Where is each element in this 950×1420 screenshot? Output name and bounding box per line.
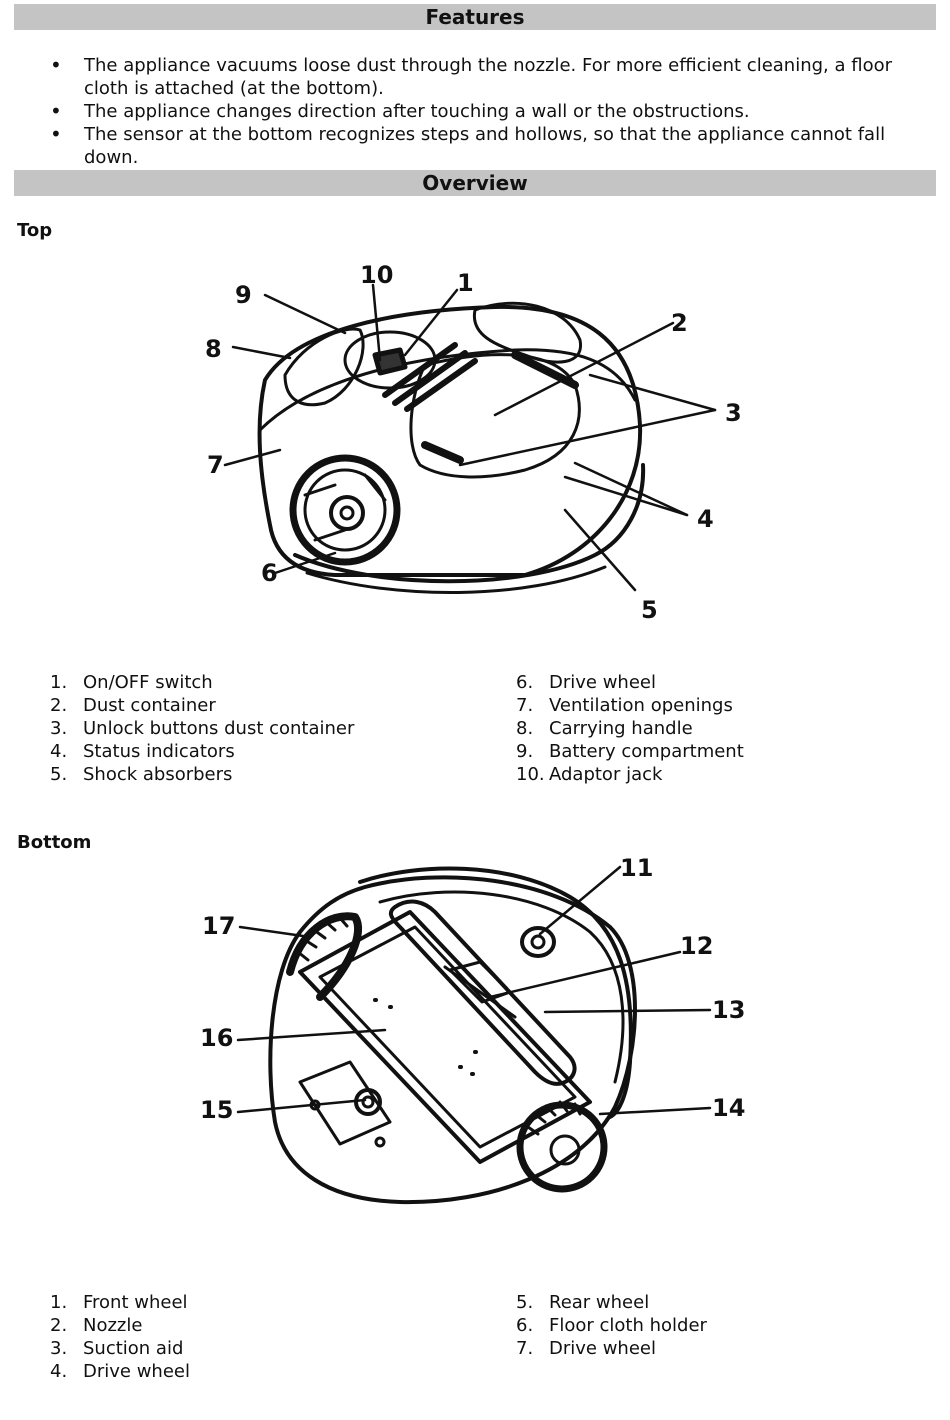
- bottom-legend-right: 5. Rear wheel 6. Floor cloth holder 7. Driv…: [516, 1291, 707, 1360]
- legend-label: Drive wheel: [83, 1361, 190, 1382]
- legend-item: 8. Carrying handle: [516, 717, 744, 740]
- features-heading: Features: [14, 4, 936, 30]
- callout-15: 15: [200, 1096, 233, 1124]
- legend-item: 2. Nozzle: [50, 1314, 190, 1337]
- legend-item: 4. Drive wheel: [50, 1360, 190, 1383]
- callout-1: 1: [457, 269, 474, 297]
- callout-5: 5: [641, 596, 658, 624]
- legend-item: 7. Ventilation openings: [516, 694, 744, 717]
- bottom-legend-left: 1. Front wheel 2. Nozzle 3. Suction aid 4. D…: [50, 1291, 190, 1383]
- top-legend-left: 1. On/OFF switch 2. Dust container 3. Unloc…: [50, 671, 354, 786]
- callout-11: 11: [620, 854, 653, 882]
- callout-4: 4: [697, 505, 714, 533]
- callout-7: 7: [207, 451, 224, 479]
- legend-number: 5.: [516, 1292, 534, 1313]
- top-callouts: 10 1 2 3 4 5 6 7 8 9: [205, 261, 742, 624]
- legend-label: On/OFF switch: [83, 672, 213, 693]
- legend-number: 2.: [50, 695, 68, 716]
- legend-number: 10.: [516, 764, 545, 785]
- legend-label: Ventilation openings: [549, 695, 733, 716]
- legend-item: 5. Shock absorbers: [50, 763, 354, 786]
- legend-number: 3.: [50, 1338, 68, 1359]
- legend-label: Rear wheel: [549, 1292, 650, 1313]
- legend-item: 4. Status indicators: [50, 740, 354, 763]
- callout-16: 16: [200, 1024, 233, 1052]
- legend-number: 6.: [516, 1315, 534, 1336]
- top-view-diagram: 10 1 2 3 4 5 6 7 8 9: [195, 255, 755, 630]
- legend-item: 1. On/OFF switch: [50, 671, 354, 694]
- legend-label: Front wheel: [83, 1292, 188, 1313]
- callout-8: 8: [205, 335, 222, 363]
- callout-3: 3: [725, 399, 742, 427]
- legend-label: Drive wheel: [549, 672, 656, 693]
- legend-number: 1.: [50, 1292, 68, 1313]
- bottom-view-heading: Bottom: [17, 832, 92, 853]
- feature-item: The appliance vacuums loose dust through…: [50, 54, 920, 100]
- legend-number: 8.: [516, 718, 534, 739]
- bottom-view-svg: 11 12 13 14 15 16 17: [200, 854, 745, 1205]
- callout-13: 13: [712, 996, 745, 1024]
- legend-item: 3. Unlock buttons dust container: [50, 717, 354, 740]
- legend-item: 6. Drive wheel: [516, 671, 744, 694]
- legend-item: 10.Adaptor jack: [516, 763, 744, 786]
- legend-item: 2. Dust container: [50, 694, 354, 717]
- callout-12: 12: [680, 932, 713, 960]
- legend-item: 3. Suction aid: [50, 1337, 190, 1360]
- legend-label: Shock absorbers: [83, 764, 233, 785]
- legend-number: 6.: [516, 672, 534, 693]
- top-view-heading: Top: [17, 220, 53, 241]
- legend-label: Battery compartment: [549, 741, 744, 762]
- legend-number: 9.: [516, 741, 534, 762]
- callout-17: 17: [202, 912, 235, 940]
- legend-label: Unlock buttons dust container: [83, 718, 355, 739]
- callout-2: 2: [671, 309, 688, 337]
- legend-label: Suction aid: [83, 1338, 184, 1359]
- top-legend-right: 6. Drive wheel 7. Ventilation openings 8. C…: [516, 671, 744, 786]
- callout-6: 6: [261, 559, 278, 587]
- legend-number: 1.: [50, 672, 68, 693]
- top-view-svg: 10 1 2 3 4 5 6 7 8 9: [205, 261, 742, 624]
- callout-14: 14: [712, 1094, 745, 1122]
- legend-item: 7. Drive wheel: [516, 1337, 707, 1360]
- features-list: The appliance vacuums loose dust through…: [50, 54, 920, 169]
- callout-10: 10: [360, 261, 393, 289]
- legend-number: 7.: [516, 1338, 534, 1359]
- legend-label: Drive wheel: [549, 1338, 656, 1359]
- legend-label: Status indicators: [83, 741, 235, 762]
- legend-number: 4.: [50, 741, 68, 762]
- legend-number: 2.: [50, 1315, 68, 1336]
- legend-label: Floor cloth holder: [549, 1315, 707, 1336]
- feature-item: The sensor at the bottom recognizes step…: [50, 123, 920, 169]
- feature-item: The appliance changes direction after to…: [50, 100, 920, 123]
- overview-heading: Overview: [14, 170, 936, 196]
- legend-number: 4.: [50, 1361, 68, 1382]
- legend-item: 5. Rear wheel: [516, 1291, 707, 1314]
- legend-label: Adaptor jack: [549, 764, 663, 785]
- legend-number: 7.: [516, 695, 534, 716]
- callout-9: 9: [235, 281, 252, 309]
- legend-label: Dust container: [83, 695, 216, 716]
- legend-item: 9. Battery compartment: [516, 740, 744, 763]
- legend-label: Nozzle: [83, 1315, 143, 1336]
- legend-number: 5.: [50, 764, 68, 785]
- legend-label: Carrying handle: [549, 718, 693, 739]
- legend-item: 6. Floor cloth holder: [516, 1314, 707, 1337]
- bottom-view-diagram: 11 12 13 14 15 16 17: [190, 852, 760, 1222]
- legend-number: 3.: [50, 718, 68, 739]
- bottom-callouts: 11 12 13 14 15 16 17: [200, 854, 745, 1124]
- legend-item: 1. Front wheel: [50, 1291, 190, 1314]
